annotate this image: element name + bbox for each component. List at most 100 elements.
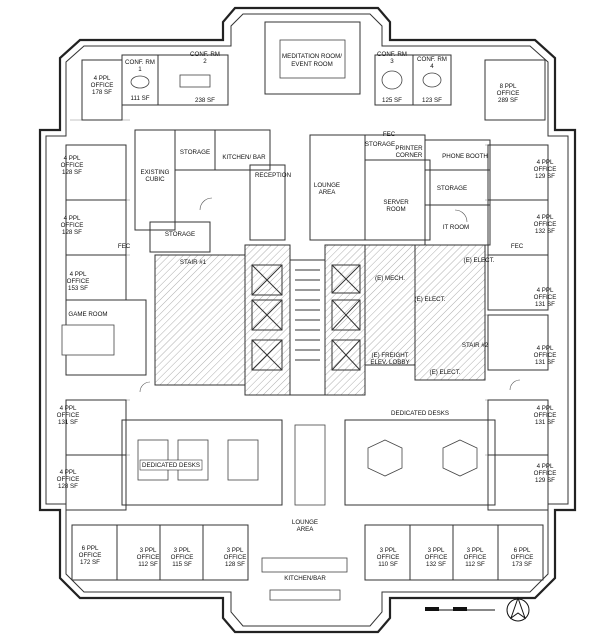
label-s6-sf: 132 SF (426, 561, 446, 568)
label-phone-booth: PHONE BOOTH (442, 153, 488, 160)
door-swings (139, 197, 521, 393)
label-s5-1: 3 PPL (380, 547, 397, 554)
label-kitchen-bar-bottom: KITCHEN/BAR (284, 575, 326, 582)
label-e1-1: 4 PPL (537, 159, 554, 166)
label-e1-2: OFFICE (534, 166, 557, 173)
room-labels: MEDITATION ROOM/ EVENT ROOM CONF. RM 1 1… (57, 51, 557, 582)
label-w2-2: OFFICE (61, 222, 84, 229)
label-w2-1: 4 PPL (64, 215, 81, 222)
stair-treads (295, 269, 320, 361)
label-conf3-sf: 125 SF (382, 97, 402, 104)
label-w1-2: OFFICE (61, 162, 84, 169)
south-offices (71, 524, 544, 601)
label-stair-right: STAIR #2 (462, 342, 489, 349)
label-elect-3: (E) ELECT. (430, 369, 461, 376)
label-w4-1: 4 PPL (60, 405, 77, 412)
label-s5-2: OFFICE (377, 554, 400, 561)
label-s4-2: OFFICE (224, 554, 247, 561)
label-it-room: IT ROOM (443, 224, 469, 231)
label-printer-corner-1: PRINTER (395, 145, 423, 152)
label-nw-office-sf: 178 SF (92, 89, 112, 96)
label-e6-1: 4 PPL (537, 463, 554, 470)
label-w4-sf: 131 SF (58, 419, 78, 426)
label-fec-right: FEC (511, 243, 524, 250)
label-e4-1: 4 PPL (537, 345, 554, 352)
label-s4-1: 3 PPL (227, 547, 244, 554)
label-existing-cubic-2: CUBIC (145, 176, 165, 183)
label-w3-2: OFFICE (67, 278, 90, 285)
label-conf1-sf: 111 SF (130, 95, 149, 102)
label-s2-sf: 112 SF (138, 561, 158, 568)
label-existing-cubic-1: EXISTING (141, 169, 170, 176)
label-s7-1: 3 PPL (467, 547, 484, 554)
east-offices (487, 144, 549, 511)
label-conf1-1: CONF. RM (125, 59, 155, 66)
label-s5-sf: 110 SF (378, 561, 398, 568)
label-storage-right2: STORAGE (437, 185, 467, 192)
label-conf3-1: CONF. RM (377, 51, 407, 58)
label-s7-2: OFFICE (464, 554, 487, 561)
label-w5-2: OFFICE (57, 476, 80, 483)
label-printer-corner-2: CORNER (396, 152, 423, 159)
label-e1-sf: 129 SF (535, 173, 555, 180)
label-e3-1: 4 PPL (537, 287, 554, 294)
label-w4-2: OFFICE (57, 412, 80, 419)
label-server-room-1: SERVER (383, 199, 409, 206)
label-dedicated-desks-right: DEDICATED DESKS (391, 410, 449, 417)
dedicated-desks-left-box (139, 459, 203, 471)
label-conf4-sf: 123 SF (422, 97, 442, 104)
label-e2-2: OFFICE (534, 221, 557, 228)
label-conf2-sf: 238 SF (195, 97, 215, 104)
label-lounge-top-1: LOUNGE (314, 182, 340, 189)
label-dedicated-desks-left: DEDICATED DESKS (142, 462, 200, 469)
west-offices (61, 144, 147, 511)
label-conf4-1: CONF. RM (417, 56, 447, 63)
label-e2-sf: 132 SF (535, 228, 555, 235)
label-e4-sf: 131 SF (535, 359, 555, 366)
label-w1-1: 4 PPL (64, 155, 81, 162)
scale-bar (425, 607, 495, 611)
building-shell (38, 6, 577, 634)
desk-areas (121, 419, 496, 506)
central-core (134, 129, 491, 396)
label-w5-sf: 128 SF (58, 483, 78, 490)
label-s3-sf: 115 SF (172, 561, 192, 568)
label-lounge-bottom-1: LOUNGE (292, 519, 318, 526)
label-w2-sf: 128 SF (62, 229, 82, 236)
label-fec-left: FEC (118, 243, 131, 250)
label-s7-sf: 112 SF (465, 561, 485, 568)
label-e5-1: 4 PPL (537, 405, 554, 412)
label-storage-right: STORAGE (365, 141, 395, 148)
label-nw-office-1: 4 PPL (94, 75, 111, 82)
label-server-room-2: ROOM (386, 206, 405, 213)
label-w5-1: 4 PPL (60, 469, 77, 476)
label-game-room: GAME ROOM (68, 311, 107, 318)
label-meditation-2: EVENT ROOM (291, 61, 333, 68)
label-s4-sf: 128 SF (225, 561, 245, 568)
label-s6-1: 3 PPL (428, 547, 445, 554)
label-s1-1: 6 PPL (82, 545, 99, 552)
label-lounge-top-2: AREA (319, 189, 337, 196)
label-freight-1: (E) FREIGHT (371, 352, 408, 359)
label-e2-1: 4 PPL (537, 214, 554, 221)
label-stair-left: STAIR #1 (180, 259, 207, 266)
label-w1-sf: 128 SF (62, 169, 82, 176)
label-lounge-bottom-2: AREA (297, 526, 315, 533)
label-s8-sf: 173 SF (512, 561, 532, 568)
label-conf4-2: 4 (430, 63, 434, 70)
label-e6-sf: 129 SF (535, 477, 555, 484)
north-arrow (506, 596, 530, 622)
label-s3-2: OFFICE (171, 554, 194, 561)
label-s2-1: 3 PPL (140, 547, 157, 554)
label-kitchen-bar-top: KITCHEN/ BAR (222, 154, 266, 161)
label-storage-mid: STORAGE (165, 231, 195, 238)
label-freight-2: ELEV. LOBBY (370, 359, 409, 366)
label-elect-1: (E) ELECT. (464, 257, 495, 264)
label-s1-2: OFFICE (79, 552, 102, 559)
label-e4-2: OFFICE (534, 352, 557, 359)
label-elect-2: (E) ELECT. (415, 296, 446, 303)
label-e6-2: OFFICE (534, 470, 557, 477)
label-e5-sf: 131 SF (535, 419, 555, 426)
label-e3-sf: 131 SF (535, 301, 555, 308)
label-ne-office-2: OFFICE (497, 90, 520, 97)
